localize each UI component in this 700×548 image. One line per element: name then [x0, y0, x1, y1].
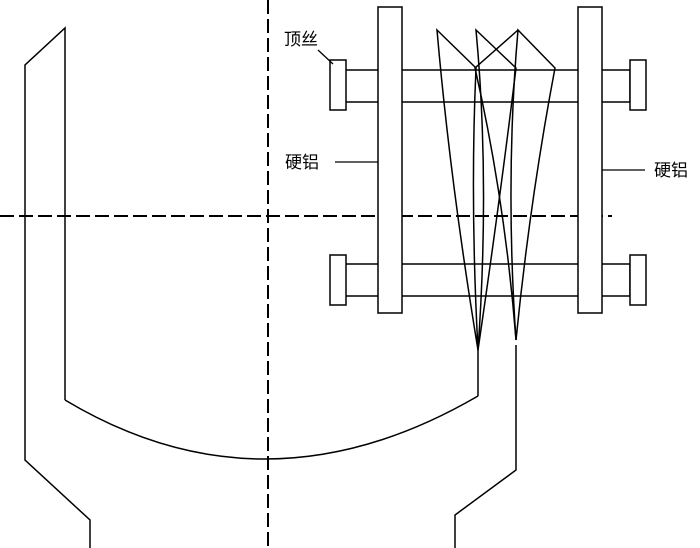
left-aluminum-plate — [377, 6, 403, 314]
leader-set-screw — [317, 49, 334, 65]
vessel-outline — [24, 26, 517, 548]
label-hard-aluminum-left: 硬铝 — [285, 153, 319, 173]
set-screw-lower-left — [329, 254, 347, 306]
set-screw-upper-left — [329, 59, 347, 111]
label-hard-aluminum-right: 硬铝 — [654, 161, 688, 181]
set-screw-heads — [329, 59, 647, 306]
hard-aluminum-plates — [377, 6, 603, 314]
leader-lines — [317, 49, 645, 171]
right-aluminum-plate — [577, 6, 603, 314]
set-screw-upper-right — [629, 59, 647, 111]
set-screw-lower-right — [629, 254, 647, 306]
spring-clips — [436, 28, 556, 351]
label-set-screw: 顶丝 — [284, 30, 318, 50]
